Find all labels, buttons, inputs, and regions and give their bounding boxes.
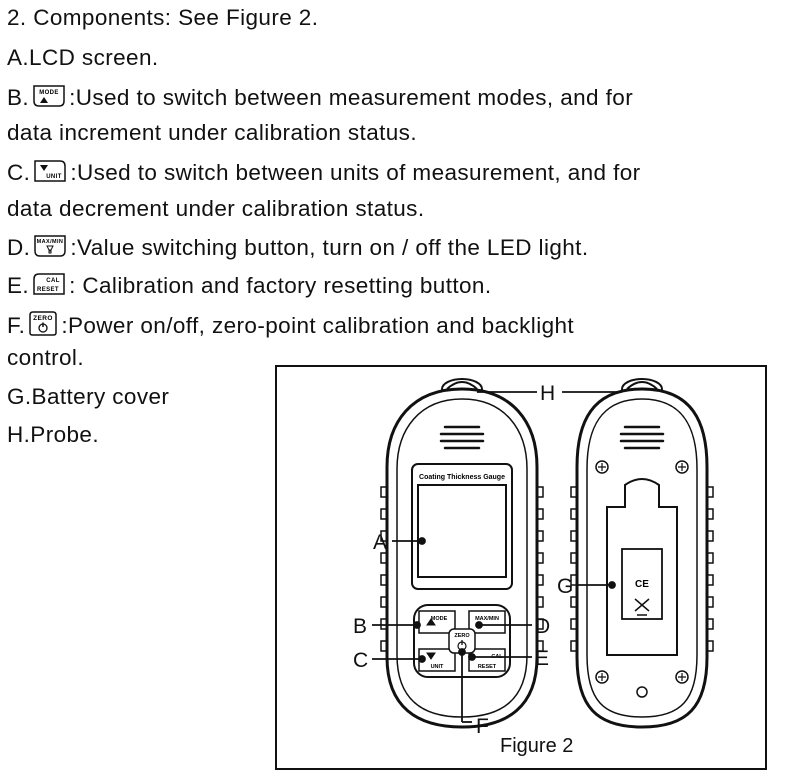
item-h: H.Probe. — [7, 422, 99, 447]
device-screen-label: Coating Thickness Gauge — [419, 474, 505, 481]
fig-reset-label: RESET — [478, 664, 497, 670]
callout-b: B — [353, 615, 367, 638]
figure-2-frame: Coating Thickness Gauge MODE MAX/MIN ZER… — [275, 365, 767, 770]
callout-c: C — [353, 649, 368, 672]
cal-icon-label: CAL — [46, 278, 60, 284]
item-e-text: : Calibration and factory resetting butt… — [69, 273, 492, 298]
item-e: E. CAL RESET : Calibration and factory r… — [7, 271, 492, 303]
unit-button-icon: UNIT — [32, 158, 68, 190]
device-front-view — [380, 378, 544, 729]
device-diagram: Coating Thickness Gauge MODE MAX/MIN ZER… — [353, 378, 714, 738]
ce-mark: CE — [635, 579, 649, 590]
callout-e: E — [535, 647, 549, 670]
mode-button-icon: MODE — [31, 83, 67, 115]
item-d-prefix: D. — [7, 235, 31, 260]
callout-d: D — [535, 615, 550, 638]
section-heading: 2. Components: See Figure 2. — [7, 5, 319, 30]
item-a: A.LCD screen. — [7, 45, 159, 70]
fig-unit-label: UNIT — [431, 664, 444, 670]
unit-icon-label: UNIT — [47, 174, 63, 180]
item-f: F. ZERO :Power on/off, zero-point calibr… — [7, 309, 574, 343]
item-d-text: :Value switching button, turn on / off t… — [70, 235, 589, 260]
item-b-continued: data increment under calibration status. — [7, 120, 417, 145]
item-b-prefix: B. — [7, 85, 30, 110]
mode-icon-label: MODE — [39, 90, 59, 96]
zero-power-button-icon: ZERO — [27, 309, 59, 343]
item-b-text: :Used to switch between measurement mode… — [69, 85, 634, 110]
reset-icon-label: RESET — [37, 287, 59, 293]
zero-icon-label: ZERO — [33, 315, 53, 322]
item-c: C. UNIT :Used to switch between units of… — [7, 158, 641, 190]
item-c-text: :Used to switch between units of measure… — [70, 160, 641, 185]
fig-zero-label: ZERO — [454, 633, 470, 639]
item-g: G.Battery cover — [7, 384, 170, 409]
fig-maxmin-label: MAX/MIN — [475, 616, 499, 622]
item-d: D. MAX/MIN :Value switching button, turn… — [7, 233, 588, 265]
callout-g: G — [557, 575, 573, 598]
item-c-prefix: C. — [7, 160, 31, 185]
maxmin-button-icon: MAX/MIN — [32, 233, 68, 265]
callout-f: F — [476, 715, 489, 738]
device-back-view — [570, 378, 714, 729]
callout-a: A — [373, 531, 387, 554]
cal-reset-button-icon: CAL RESET — [31, 271, 67, 303]
item-f-continued: control. — [7, 345, 84, 370]
maxmin-icon-label: MAX/MIN — [37, 239, 64, 245]
item-c-continued: data decrement under calibration status. — [7, 196, 425, 221]
item-b: B. MODE :Used to switch between measurem… — [7, 83, 633, 115]
fig-mode-label: MODE — [431, 616, 448, 622]
item-f-prefix: F. — [7, 313, 26, 338]
item-f-text: :Power on/off, zero-point calibration an… — [61, 313, 575, 338]
callout-h: H — [540, 382, 555, 405]
figure-caption: Figure 2 — [500, 735, 574, 757]
item-e-prefix: E. — [7, 273, 30, 298]
